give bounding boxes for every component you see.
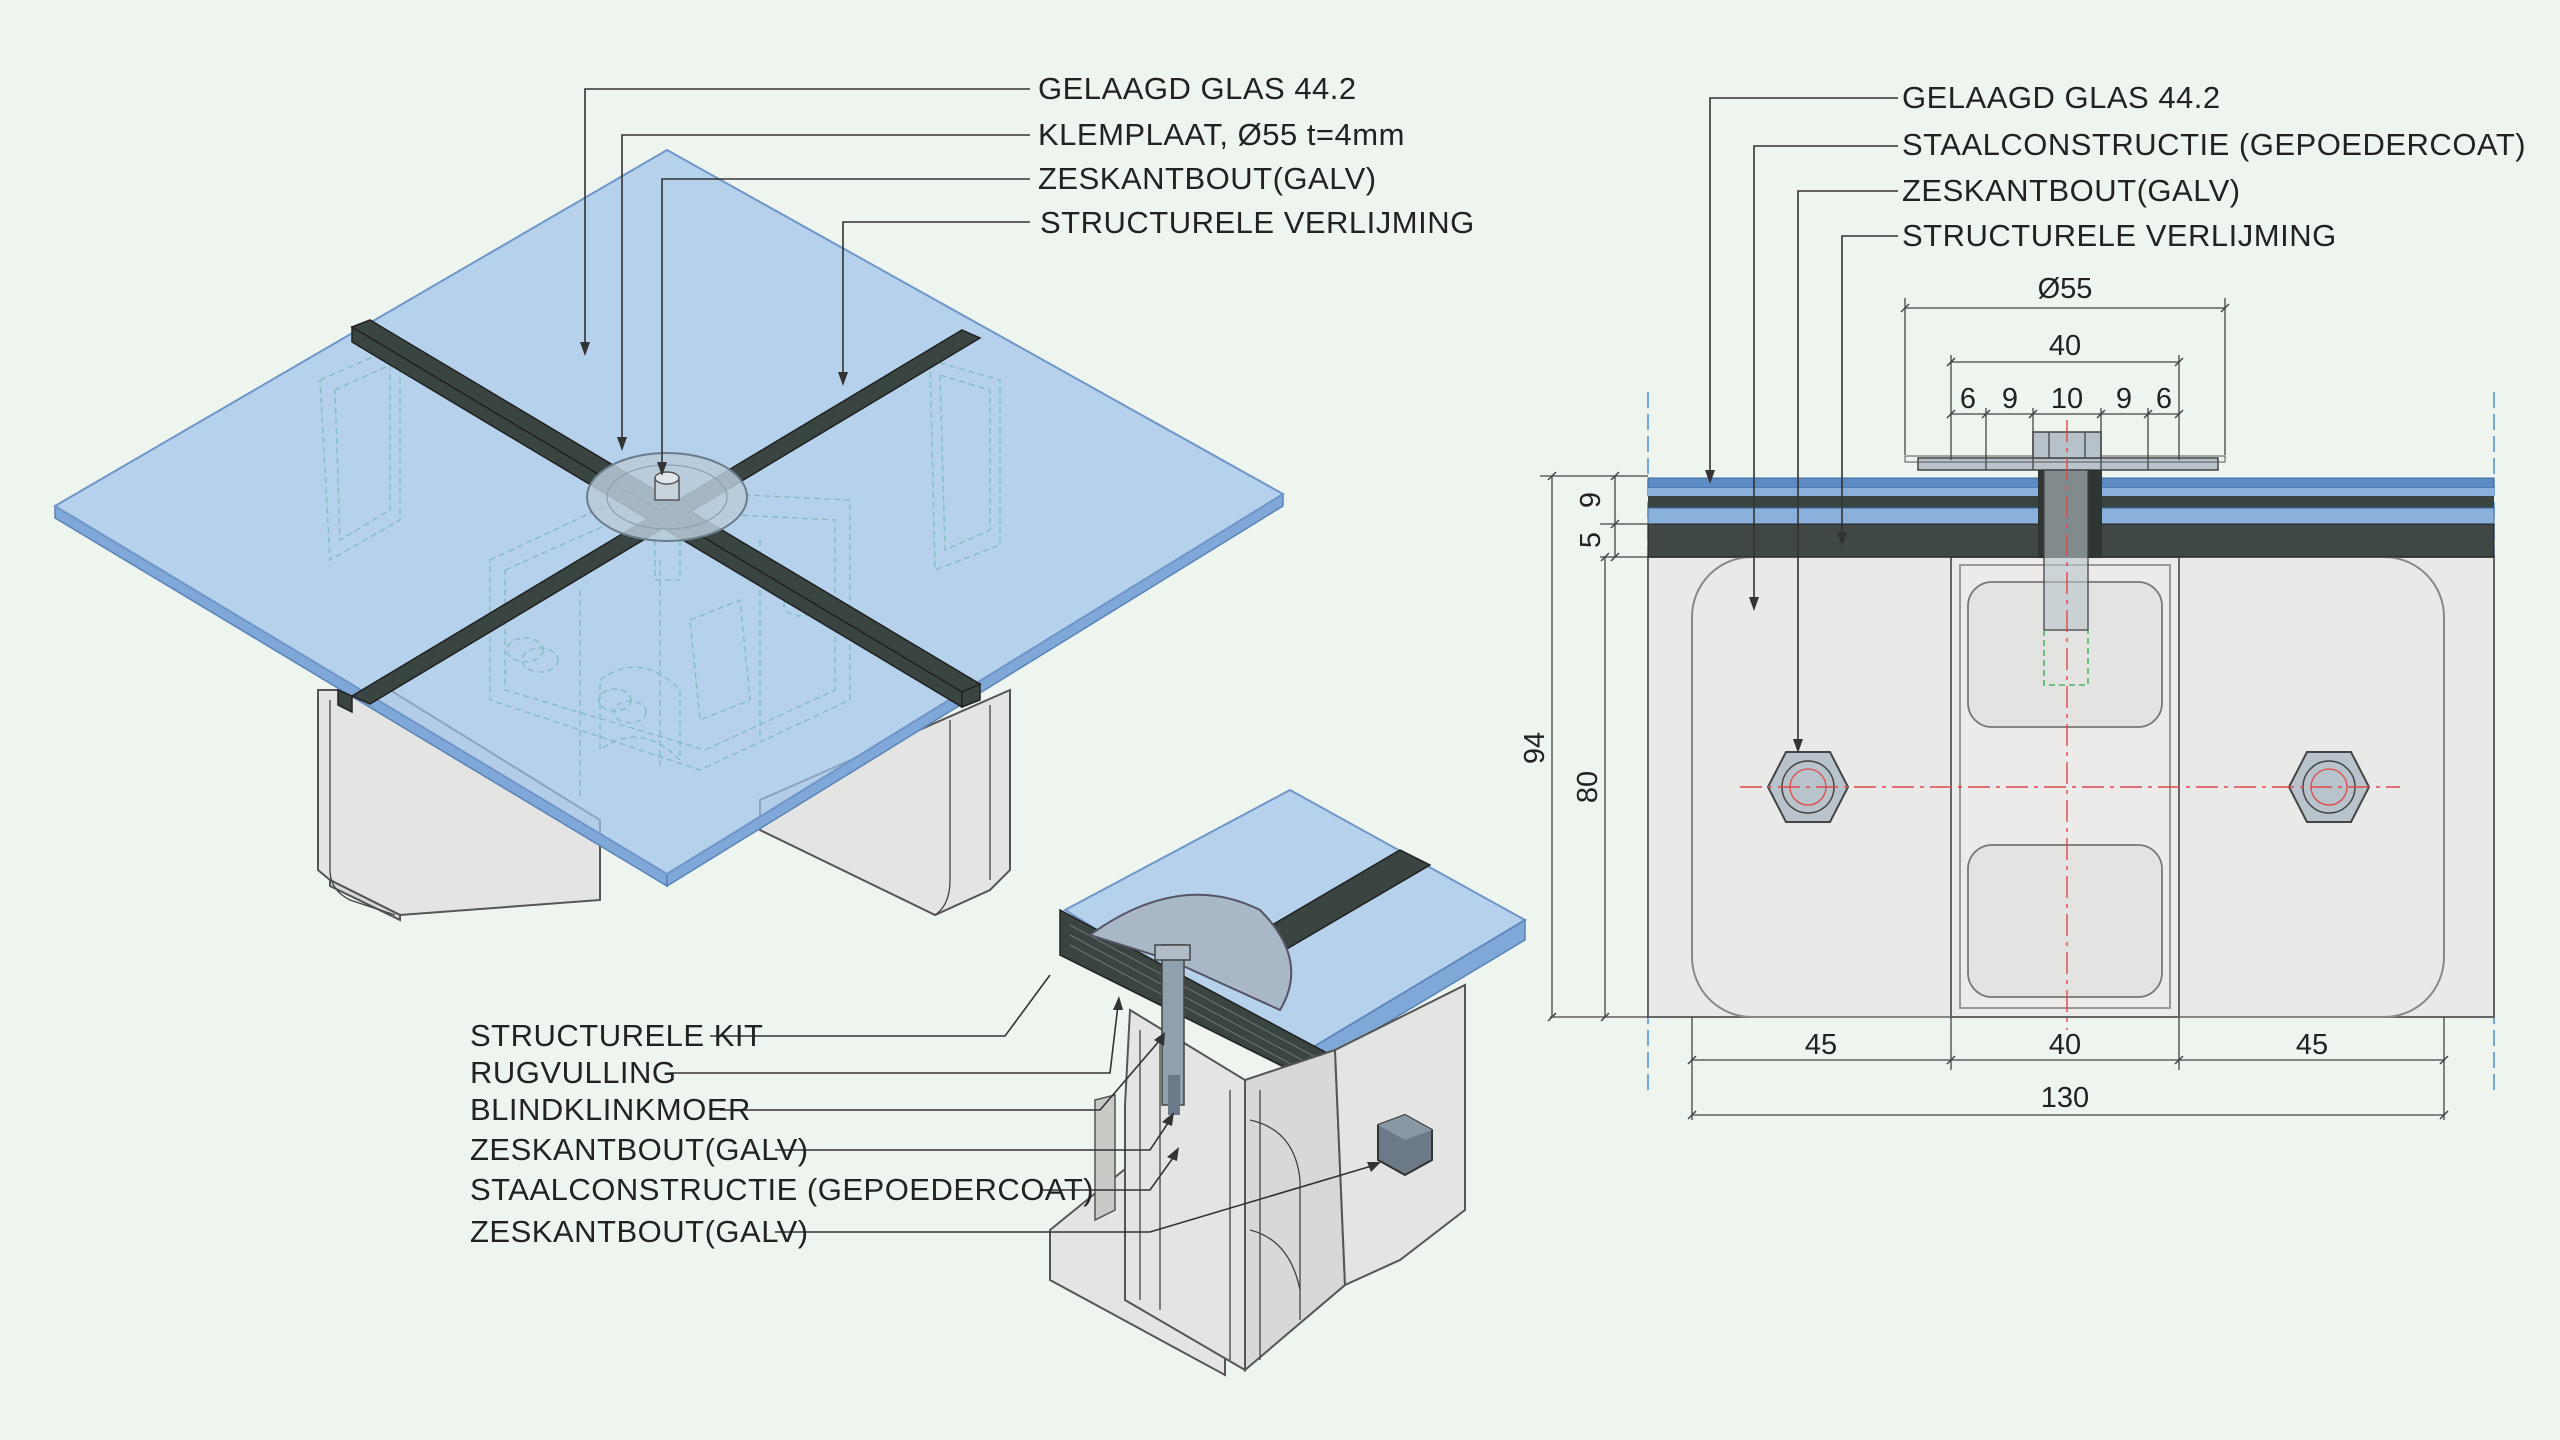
section-leaders [670, 974, 1381, 1233]
section-label-kit: STRUCTURELE KIT [470, 1018, 763, 1053]
dim-bottom-total: 130 [2041, 1082, 2089, 1114]
dim-top-seg-2: 9 [2002, 383, 2018, 415]
front-label-steel: STAALCONSTRUCTIE (GEPOEDERCOAT) [1902, 127, 2526, 162]
section-label-bolt1: ZESKANTBOUT(GALV) [470, 1132, 809, 1167]
front-label-bolt: ZESKANTBOUT(GALV) [1902, 173, 2241, 208]
section-label-backing: RUGVULLING [470, 1055, 677, 1090]
dim-top-seg-4: 9 [2116, 383, 2132, 415]
front-dimension-lines [1540, 298, 2449, 1120]
iso-leaders [580, 88, 1030, 476]
iso-clamp-plate [586, 452, 748, 542]
front-leaders [1705, 97, 1898, 753]
front-clamp-plate [1917, 457, 2219, 471]
section-label-steel: STAALCONSTRUCTIE (GEPOEDERCOAT) [470, 1172, 1094, 1207]
dim-top-seg-3: 10 [2051, 383, 2083, 415]
dim-bottom-left: 45 [1805, 1029, 1837, 1061]
dim-left-5: 5 [1575, 532, 1607, 548]
front-label-bonding: STRUCTURELE VERLIJMING [1902, 218, 2337, 253]
section-label-bolt2: ZESKANTBOUT(GALV) [470, 1214, 809, 1249]
dim-top-width: 40 [2049, 330, 2081, 362]
dim-height-total: 94 [1519, 732, 1551, 764]
dim-top-seg-1: 6 [1960, 383, 1976, 415]
front-label-glass: GELAAGD GLAS 44.2 [1902, 80, 2221, 115]
dim-height-tube: 80 [1572, 771, 1604, 803]
front-view: GELAAGD GLAS 44.2 STAALCONSTRUCTIE (GEPO… [1519, 80, 2526, 1120]
dim-left-9: 9 [1575, 492, 1607, 508]
iso-label-bonding: STRUCTURELE VERLIJMING [1040, 205, 1475, 240]
dim-plate-diameter: Ø55 [2038, 273, 2093, 305]
dim-bottom-right: 45 [2296, 1029, 2328, 1061]
dim-bottom-mid: 40 [2049, 1029, 2081, 1061]
iso-label-clamp: KLEMPLAAT, Ø55 t=4mm [1038, 117, 1405, 152]
iso-label-bolt: ZESKANTBOUT(GALV) [1038, 161, 1377, 196]
iso-label-glass: GELAAGD GLAS 44.2 [1038, 71, 1357, 106]
dim-top-seg-5: 6 [2156, 383, 2172, 415]
iso-steel-tubes [317, 688, 1011, 922]
section-label-rivetnut: BLINDKLINKMOER [470, 1092, 751, 1127]
section-view: STRUCTURELE KIT RUGVULLING BLINDKLINKMOE… [470, 788, 1528, 1377]
isometric-view: GELAAGD GLAS 44.2 KLEMPLAAT, Ø55 t=4mm Z… [53, 71, 1475, 922]
